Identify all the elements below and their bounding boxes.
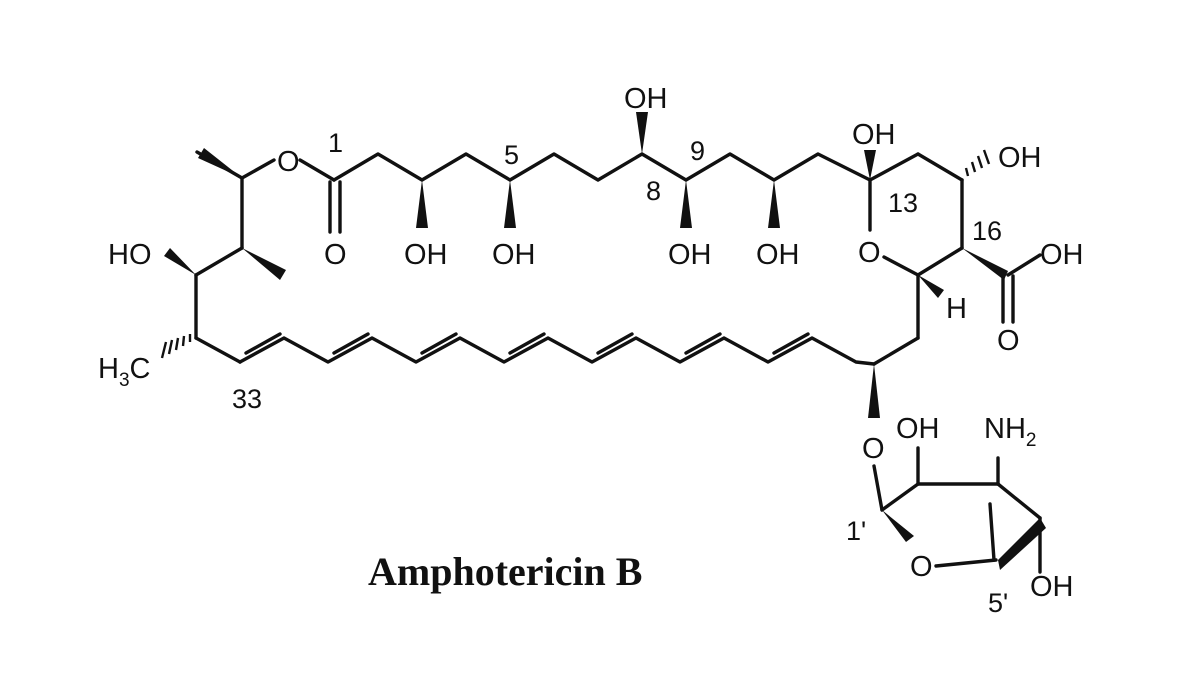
locant-5: 5	[504, 140, 519, 170]
locant-labels: 1 5 8 9 13 16 33 1' 5'	[232, 128, 1008, 618]
hydroxyl-c35: HO	[108, 239, 152, 271]
hydroxyl-c9: OH	[668, 239, 712, 271]
locant-16: 16	[972, 216, 1002, 246]
hydroxyl-c13: OH	[852, 119, 896, 151]
hydroxyl-c5: OH	[492, 239, 536, 271]
locant-9: 9	[690, 136, 705, 166]
acid-hydroxyl: OH	[1040, 239, 1084, 271]
hydroxyl-c15: OH	[998, 142, 1042, 174]
ring-oxygen: O	[858, 237, 881, 269]
locant-8: 8	[646, 176, 661, 206]
wedge-bonds	[164, 112, 1046, 570]
locant-1: 1	[328, 128, 343, 158]
locant-13: 13	[888, 188, 918, 218]
locant-5-prime: 5'	[988, 588, 1008, 618]
locant-33: 33	[232, 384, 262, 414]
ester-oxygen: O	[277, 146, 300, 178]
hashed-bonds	[160, 149, 991, 359]
locant-1-prime: 1'	[846, 516, 866, 546]
ring-hydrogen: H	[946, 293, 967, 325]
atom-labels: O O OH OH OH OH OH OH OH O H OH O HO H3C…	[98, 83, 1084, 603]
hydroxyl-c11: OH	[756, 239, 800, 271]
sugar-amine: NH2	[984, 413, 1036, 451]
sugar-hydroxyl-2p: OH	[896, 413, 940, 445]
acid-carbonyl-oxygen: O	[997, 325, 1020, 357]
hydroxyl-c8: OH	[624, 83, 668, 115]
sugar-hydroxyl-4p: OH	[1030, 571, 1074, 603]
methyl-h3c: H3C	[98, 353, 150, 391]
hydroxyl-c3: OH	[404, 239, 448, 271]
glycosidic-oxygen: O	[862, 433, 885, 465]
sugar-ring-oxygen: O	[910, 551, 933, 583]
carbonyl-oxygen: O	[324, 239, 347, 271]
compound-name: Amphotericin B	[368, 549, 642, 594]
